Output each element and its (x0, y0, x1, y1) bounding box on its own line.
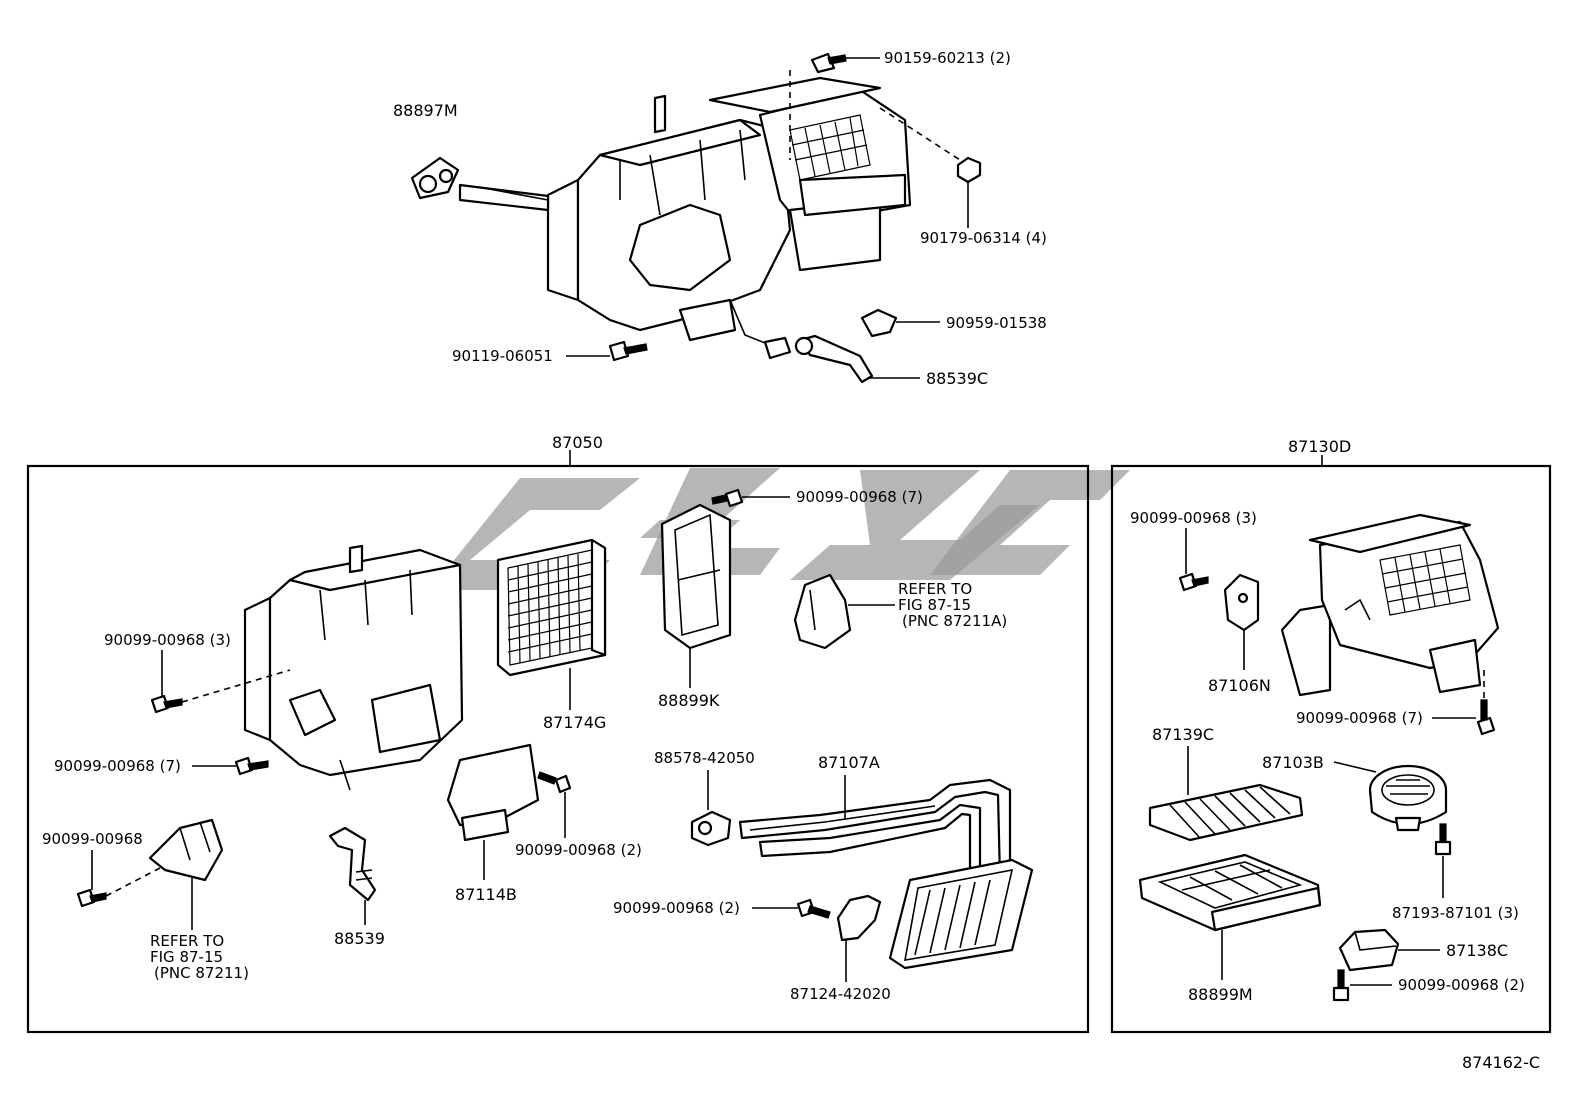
servo-87106n (1223, 573, 1260, 632)
cover-88899m (1138, 853, 1322, 932)
hose-88539 (328, 826, 377, 902)
screw-90099-top-7 (711, 488, 744, 508)
label-90099-2-mid: 90099-00968 (2) (515, 841, 642, 859)
label-87106n: 87106N (1208, 676, 1271, 695)
label-90099-7-left: 90099-00968 (7) (54, 757, 181, 775)
servo-87211 (148, 818, 224, 882)
label-90099-plain: 90099-00968 (42, 830, 143, 848)
label-refer-87211a-c: (PNC 87211A) (902, 612, 1007, 630)
grommet-88897m (410, 156, 460, 200)
group-box-87130d (1110, 464, 1552, 1034)
label-88539: 88539 (334, 929, 385, 948)
screw-90099-right-2 (1332, 969, 1350, 1002)
heater-pipes-87107a (738, 778, 1012, 880)
screw-90099-left-3 (150, 694, 183, 714)
heater-case-assembly (243, 544, 464, 791)
servo-87211a (793, 573, 852, 650)
screw-87193 (1434, 823, 1452, 856)
screw-90099-left-7 (234, 756, 269, 776)
label-refer-87211-b: FIG 87-15 (150, 948, 223, 966)
screw-90099-servo (76, 888, 107, 908)
screw-90099-right-3 (1178, 572, 1209, 592)
label-90179: 90179-06314 (4) (920, 229, 1047, 247)
label-90099-3-right: 90099-00968 (3) (1130, 509, 1257, 527)
screw-90099-mid-2 (537, 771, 572, 794)
nut-90179 (956, 156, 982, 184)
label-90099-7-top: 90099-00968 (7) (796, 488, 923, 506)
cover-88899k (660, 503, 732, 650)
label-90099-7-right: 90099-00968 (7) (1296, 709, 1423, 727)
bracket-87124 (836, 894, 882, 942)
label-87130d: 87130D (1288, 437, 1351, 456)
label-88578: 88578-42050 (654, 749, 755, 767)
filter-87174g (496, 538, 607, 677)
screw-90099-right-7 (1476, 699, 1496, 736)
label-87174g: 87174G (543, 713, 606, 732)
label-refer-87211-c: (PNC 87211) (154, 964, 249, 982)
group-box-87050 (26, 464, 1090, 1034)
label-90099-2-right: 90099-00968 (2) (1398, 976, 1525, 994)
label-90099-3-left: 90099-00968 (3) (104, 631, 231, 649)
label-88539c: 88539C (926, 369, 988, 388)
blower-motor-87103b (1368, 764, 1448, 832)
label-88897m: 88897M (393, 101, 458, 120)
label-87193: 87193-87101 (3) (1392, 904, 1519, 922)
bolt-90119 (608, 340, 648, 362)
label-88899k: 88899K (658, 691, 720, 710)
label-87103b: 87103B (1262, 753, 1324, 772)
label-88899m: 88899M (1188, 985, 1253, 1004)
grommet-88578 (690, 810, 732, 847)
label-90099-2-low: 90099-00968 (2) (613, 899, 740, 917)
label-refer-87211-a: REFER TO (150, 932, 224, 950)
screw-90159 (810, 52, 847, 74)
filter-87139c (1148, 783, 1304, 842)
screw-90099-low-2 (796, 898, 831, 919)
label-87124: 87124-42020 (790, 985, 891, 1003)
relay-87138c (1338, 928, 1400, 972)
label-90119: 90119-06051 (452, 347, 553, 365)
label-87139c: 87139C (1152, 725, 1214, 744)
label-87050: 87050 (552, 433, 603, 452)
label-87107a: 87107A (818, 753, 880, 772)
clip-90959 (860, 308, 898, 338)
label-90959: 90959-01538 (946, 314, 1047, 332)
label-refer-87211a-b: FIG 87-15 (898, 596, 971, 614)
label-refer-87211a-a: REFER TO (898, 580, 972, 598)
label-90159: 90159-60213 (2) (884, 49, 1011, 67)
hvac-unit-assembly (458, 76, 912, 360)
blower-housing (1280, 513, 1500, 697)
label-87114b: 87114B (455, 885, 517, 904)
heater-core (888, 858, 1034, 970)
figure-number: 874162-C (1462, 1053, 1540, 1072)
resistor-87114b (446, 743, 540, 842)
label-87138c: 87138C (1446, 941, 1508, 960)
hose-88539c (794, 334, 874, 384)
